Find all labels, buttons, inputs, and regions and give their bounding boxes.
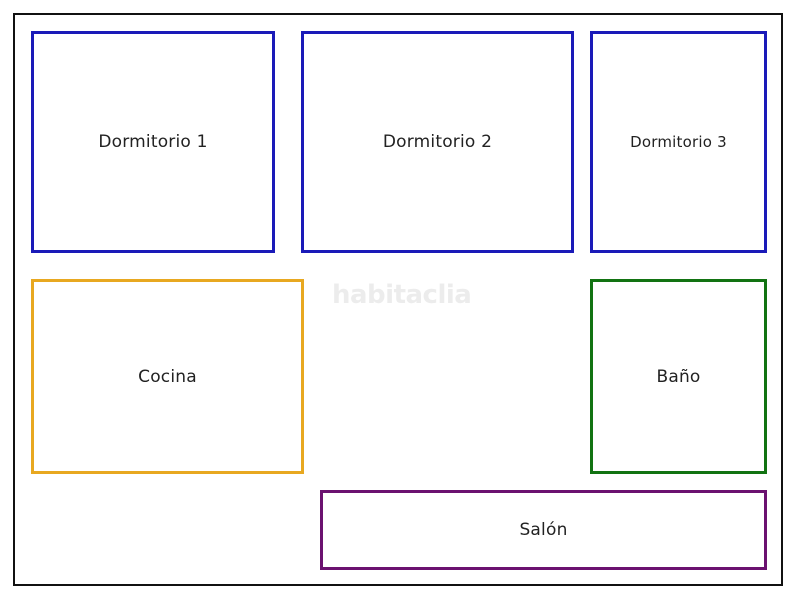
room-bano: Baño xyxy=(590,279,767,474)
room-label: Cocina xyxy=(138,366,197,387)
room-label: Dormitorio 2 xyxy=(382,132,493,152)
room-cocina: Cocina xyxy=(31,279,304,474)
room-label: Dormitorio 3 xyxy=(630,133,727,151)
floor-plan-outline xyxy=(13,13,783,586)
room-label: Dormitorio 1 xyxy=(98,132,208,152)
watermark-logo: habitaclia xyxy=(332,280,472,310)
room-dormitorio-1: Dormitorio 1 xyxy=(31,31,275,253)
room-label: Salón xyxy=(519,520,568,540)
room-dormitorio-2: Dormitorio 2 xyxy=(301,31,574,253)
room-label: Baño xyxy=(656,366,701,387)
room-dormitorio-3: Dormitorio 3 xyxy=(590,31,767,253)
room-salon: Salón xyxy=(320,490,767,570)
